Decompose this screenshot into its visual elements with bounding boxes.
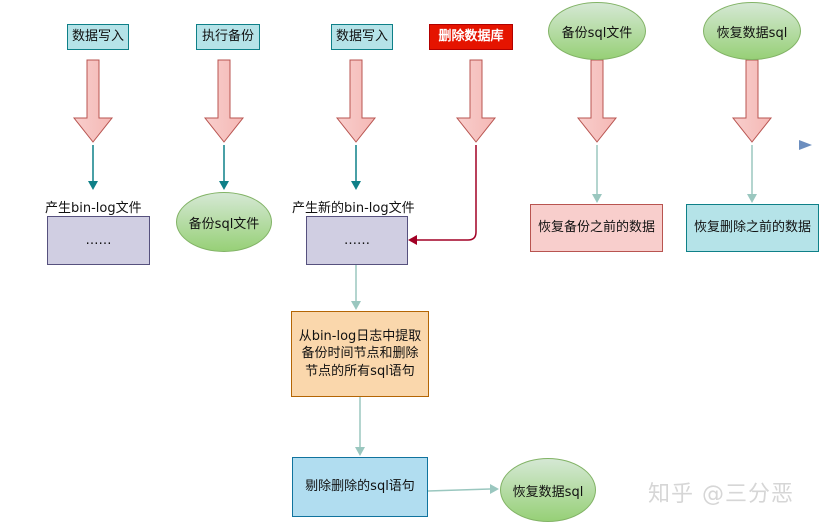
timeline-arrowhead — [799, 140, 812, 150]
event-backup-sql-file: 备份sql文件 — [548, 2, 646, 60]
event-arrow-6 — [731, 59, 773, 143]
event-arrow-3 — [335, 59, 377, 143]
extract-sql-box: 从bin-log日志中提取备份时间节点和删除节点的所有sql语句 — [291, 311, 429, 397]
binlog2-box: …… — [306, 216, 408, 265]
event-arrow-2 — [203, 59, 245, 143]
binlog1-label: 产生bin-log文件 — [45, 201, 142, 216]
binlog2-label: 产生新的bin-log文件 — [292, 201, 415, 216]
event-run-backup: 执行备份 — [196, 24, 260, 50]
event-arrow-5 — [576, 59, 618, 143]
connector-remove-to-restore — [427, 488, 491, 492]
backup-sql-ellipse: 备份sql文件 — [176, 192, 272, 252]
restore-before-backup-box: 恢复备份之前的数据 — [530, 204, 663, 252]
event-arrow-4 — [455, 59, 497, 143]
binlog1-box: …… — [47, 216, 150, 265]
connector-delete-to-binlog2 — [416, 145, 477, 241]
watermark: 知乎 @三分恶 — [648, 482, 794, 507]
restore-sql-ellipse: 恢复数据sql — [500, 458, 596, 522]
remove-delete-sql-box: 剔除删除的sql语句 — [292, 457, 428, 517]
restore-before-delete-box: 恢复删除之前的数据 — [686, 204, 819, 252]
event-write-data-2: 数据写入 — [331, 24, 393, 50]
event-drop-database: 删除数据库 — [429, 24, 513, 50]
event-arrow-1 — [72, 59, 114, 143]
event-write-data-1: 数据写入 — [67, 24, 129, 50]
event-restore-sql: 恢复数据sql — [703, 2, 801, 60]
